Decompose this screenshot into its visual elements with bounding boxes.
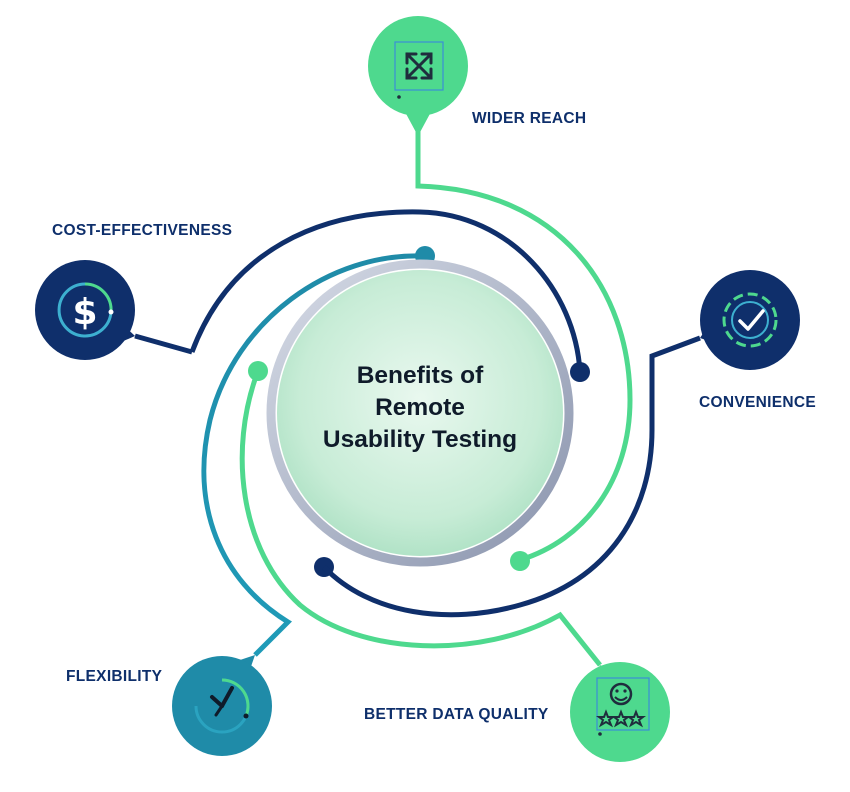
title-line-3: Usability Testing bbox=[322, 426, 518, 453]
label-better-data-quality: BETTER DATA QUALITY bbox=[364, 706, 549, 723]
center-circle bbox=[277, 270, 563, 556]
bubble-flexibility bbox=[172, 655, 272, 756]
label-flexibility: FLEXIBILITY bbox=[66, 668, 163, 685]
title-line-2: Remote bbox=[375, 394, 465, 421]
diagram-title: Benefits of Remote Usability Testing bbox=[270, 360, 570, 456]
clock-icon bbox=[194, 678, 250, 734]
expand-arrows-icon bbox=[394, 41, 444, 91]
gear-check-icon bbox=[722, 292, 778, 348]
green-arc-data-quality bbox=[239, 370, 602, 667]
green-arc-wider-reach bbox=[415, 130, 633, 563]
label-wider-reach: WIDER REACH bbox=[472, 110, 587, 127]
label-cost-effectiveness: COST-EFFECTIVENESS bbox=[52, 222, 233, 239]
navy-connector-cost bbox=[134, 333, 193, 355]
dollar-icon: $ bbox=[57, 282, 114, 338]
green-arc-end-dot bbox=[510, 551, 530, 571]
label-convenience: CONVENIENCE bbox=[699, 394, 816, 411]
center-ring bbox=[266, 259, 574, 567]
title-line-1: Benefits of bbox=[356, 362, 484, 389]
bubble-better-data-quality bbox=[570, 662, 670, 762]
smiley-stars-icon bbox=[596, 677, 650, 731]
navy-lower-arc bbox=[322, 335, 701, 618]
bubble-convenience bbox=[700, 270, 800, 370]
svg-text:$: $ bbox=[72, 292, 97, 333]
bubble-wider-reach bbox=[368, 16, 468, 136]
navy-arc-end-dot bbox=[570, 362, 590, 382]
bubble-cost-effectiveness: $ bbox=[35, 260, 135, 360]
teal-arc bbox=[201, 253, 426, 657]
navy-outer-arc bbox=[189, 209, 583, 373]
